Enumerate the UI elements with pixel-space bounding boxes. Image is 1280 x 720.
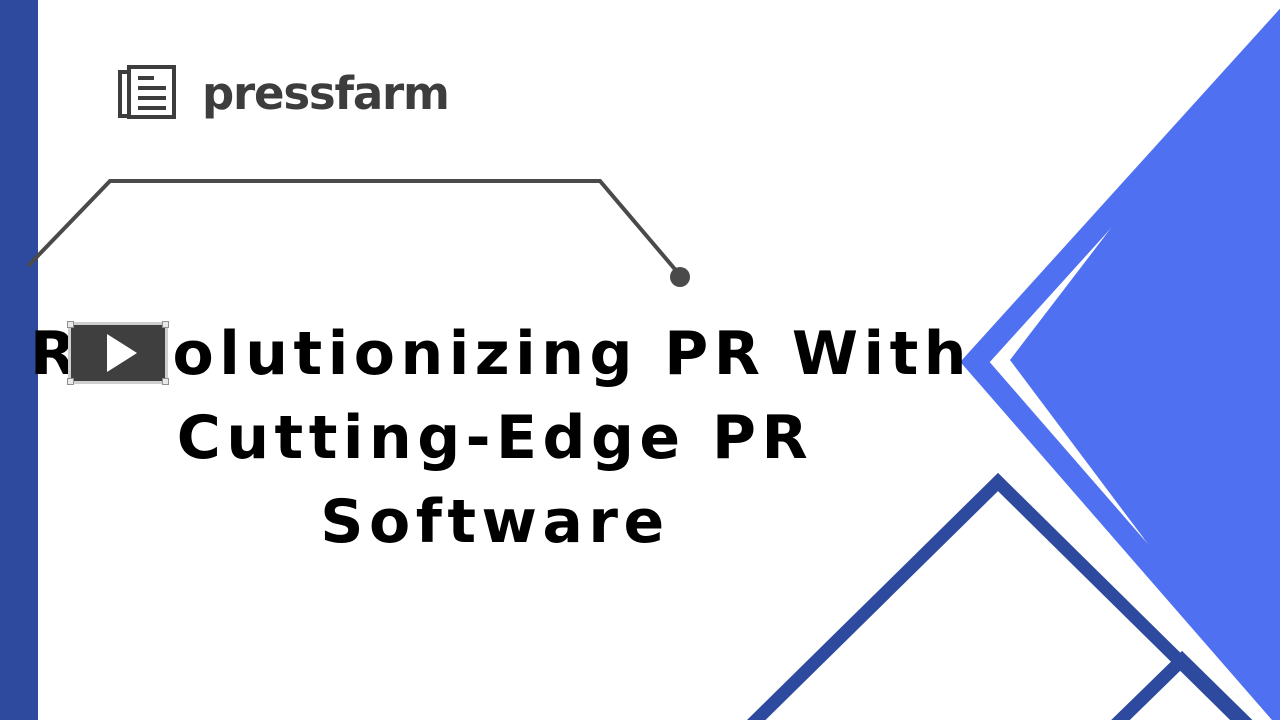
connector-polyline <box>26 179 681 276</box>
title-line-2: Cutting-Edge PR <box>176 403 814 473</box>
resize-handle-top-left[interactable] <box>67 321 74 328</box>
play-icon <box>107 334 137 372</box>
top-right-filled-diamond-body <box>1012 48 1280 720</box>
video-play-button[interactable] <box>67 321 169 385</box>
resize-handle-top-right[interactable] <box>162 321 169 328</box>
top-right-filled-diamond <box>1010 36 1280 720</box>
title-line-3: Software <box>320 487 670 557</box>
slide-title: Revolutionizing PR With Cutting-Edge PR … <box>30 312 973 564</box>
title-line-1: Revolutionizing PR With <box>30 319 973 389</box>
resize-handle-bottom-right[interactable] <box>162 378 169 385</box>
top-right-outline-chevron <box>960 8 1280 720</box>
resize-handle-bottom-left[interactable] <box>67 378 74 385</box>
brand-wordmark: pressfarm <box>202 66 450 120</box>
document-stack-icon <box>118 65 176 119</box>
connector-end-dot <box>670 267 690 287</box>
bottom-right-navy-chevron-lower <box>1111 650 1253 720</box>
brand-logo[interactable]: pressfarm <box>118 62 450 124</box>
